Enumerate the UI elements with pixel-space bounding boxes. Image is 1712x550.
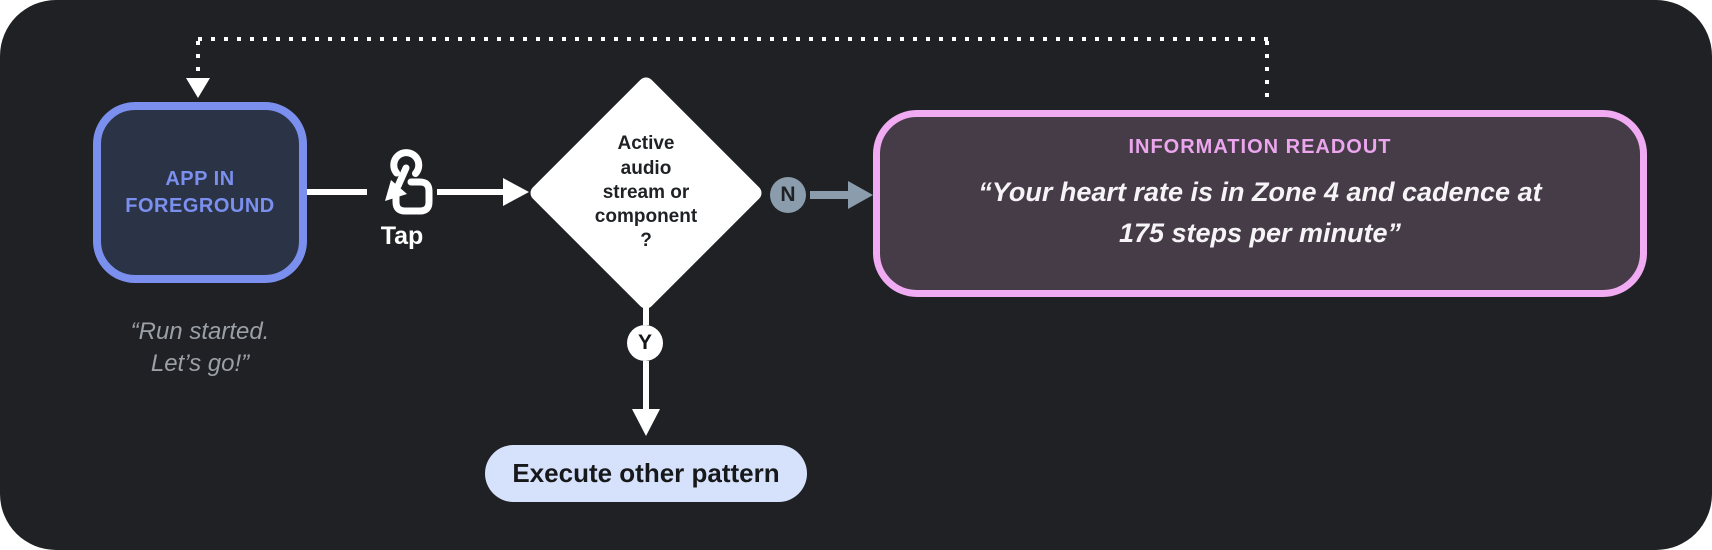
arrowhead-to-readout-icon — [848, 181, 873, 209]
feedback-loop-arrowhead-icon — [186, 78, 210, 98]
connector-no-to-readout — [810, 191, 852, 199]
connector-app-to-tap — [307, 189, 367, 195]
feedback-loop-line-horizontal — [198, 37, 1269, 41]
app-in-foreground-node: APP IN FOREGROUND — [93, 102, 307, 283]
information-readout-title: INFORMATION READOUT — [1128, 136, 1392, 158]
information-readout-node: INFORMATION READOUT “Your heart rate is … — [873, 110, 1647, 297]
no-branch-badge: N — [770, 177, 806, 213]
app-in-foreground-label: APP IN FOREGROUND — [125, 167, 275, 217]
feedback-loop-line-right — [1265, 41, 1269, 105]
app-voice-caption: “Run started. Let’s go!” — [130, 318, 270, 378]
arrowhead-to-action-icon — [632, 409, 660, 436]
tap-label: Tap — [380, 222, 424, 250]
execute-other-pattern-node: Execute other pattern — [485, 445, 807, 502]
decision-question: Active audio stream or component ? — [594, 133, 698, 252]
connector-yes-to-action — [643, 361, 649, 411]
tap-gesture-icon — [385, 149, 433, 215]
execute-other-pattern-label: Execute other pattern — [512, 458, 780, 488]
information-readout-quote: “Your heart rate is in Zone 4 and cadenc… — [978, 177, 1542, 248]
yes-branch-badge: Y — [627, 325, 663, 361]
arrowhead-to-decision-icon — [503, 178, 529, 206]
connector-decision-to-yes — [643, 303, 649, 325]
feedback-loop-line-left — [196, 41, 200, 78]
connector-tap-to-decision — [437, 189, 507, 195]
